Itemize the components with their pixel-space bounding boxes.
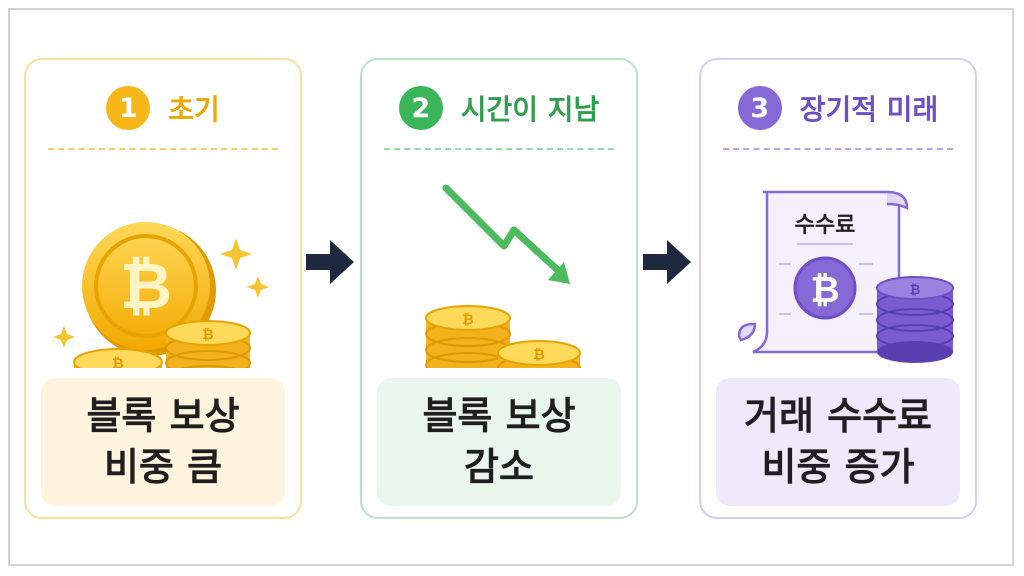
dashed-divider	[48, 148, 278, 150]
svg-text:₿: ₿	[120, 250, 172, 324]
fee-document-label: 수수료	[795, 213, 856, 238]
step-title: 시간이 지남	[460, 93, 600, 126]
dashed-divider	[723, 148, 953, 150]
description-line: 블록 보상	[422, 393, 576, 438]
bitcoin-coin-icon: ₿	[82, 222, 216, 356]
illustration-reward-decrease: ₿ ₿	[425, 184, 581, 368]
dashed-divider	[384, 148, 614, 150]
coin-stack-icon: ₿	[165, 320, 251, 368]
step-title: 초기	[168, 93, 220, 126]
coin-stack-icon: ₿	[425, 305, 511, 368]
sparkle-icon	[53, 238, 269, 348]
svg-text:₿: ₿	[910, 283, 921, 298]
step-header: 2 시간이 지남	[362, 85, 636, 131]
step-header: 1 초기	[26, 85, 300, 131]
illustration-fee-increase: 수수료 ₿ ₿	[737, 190, 954, 363]
step-title: 장기적 미래	[799, 93, 939, 126]
step-description: 거래 수수료 비중 증가	[716, 378, 960, 506]
svg-text:₿: ₿	[533, 347, 544, 363]
step-card-over-time: 2 시간이 지남 ₿ ₿ 블록 보상 감소	[360, 58, 638, 519]
right-arrow-icon	[643, 240, 691, 284]
description-line: 감소	[464, 445, 534, 489]
down-trend-arrow-icon	[442, 184, 570, 284]
step-card-long-term: 3 장기적 미래 수수료 ₿ ₿ 거래 수수료	[699, 58, 977, 519]
svg-text:₿: ₿	[112, 356, 123, 368]
fee-receipt-icon: 수수료 ₿	[737, 190, 909, 354]
coin-stack-icon: ₿	[497, 340, 581, 368]
step-description: 블록 보상 감소	[377, 378, 621, 506]
step-card-early: 1 초기 ₿ ₿	[24, 58, 302, 519]
coin-stack-icon: ₿	[73, 348, 163, 368]
step-description: 블록 보상 비중 큼	[41, 378, 285, 506]
description-line: 비중 큼	[103, 445, 223, 489]
step-number-badge: 3	[737, 86, 782, 130]
step-number-badge: 2	[398, 86, 443, 130]
description-line: 거래 수수료	[743, 393, 933, 438]
description-line: 블록 보상	[86, 393, 240, 438]
coin-stack-icon: ₿	[876, 276, 954, 363]
step-number-badge: 1	[106, 86, 151, 130]
svg-text:₿: ₿	[810, 270, 839, 311]
svg-text:₿: ₿	[462, 312, 473, 328]
step-header: 3 장기적 미래	[701, 85, 975, 131]
description-line: 비중 증가	[761, 445, 915, 489]
right-arrow-icon	[306, 240, 354, 284]
svg-text:₿: ₿	[202, 327, 213, 343]
illustration-large-reward: ₿ ₿ ₿	[53, 222, 269, 368]
